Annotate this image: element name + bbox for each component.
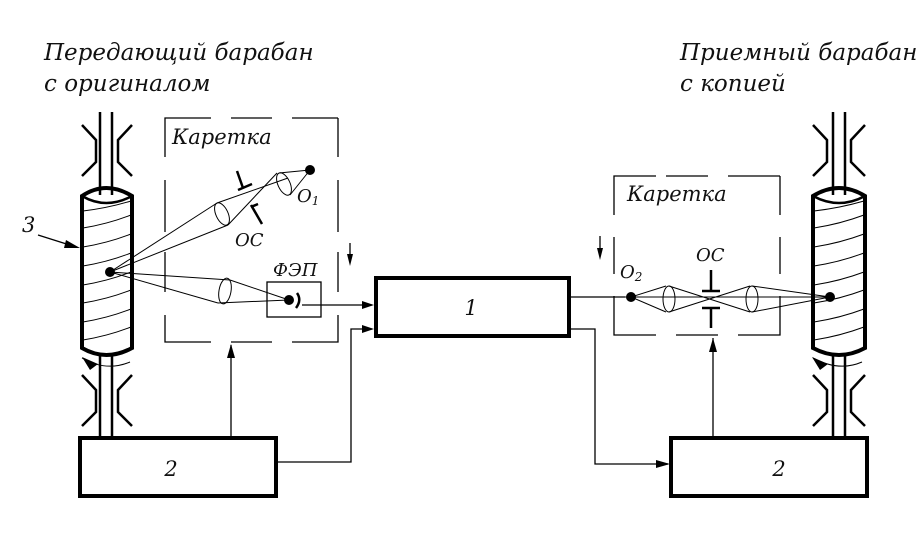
- bearing-icon: [849, 124, 866, 177]
- bearing-icon: [116, 374, 133, 427]
- photo-element-label: ФЭП: [273, 260, 318, 281]
- block-2-left: [78, 436, 278, 498]
- photo-element-box: [266, 281, 322, 318]
- block-1: [374, 276, 571, 338]
- bearing-icon: [81, 374, 98, 427]
- receiving-drum: [811, 112, 867, 438]
- title-left-line1: Передающий барабан: [43, 40, 314, 66]
- oc-right-label: ОС: [696, 245, 725, 266]
- right-optical-path: [625, 270, 831, 328]
- block-1-label: 1: [464, 296, 477, 320]
- bearing-icon: [849, 374, 866, 427]
- o1-label: O1: [297, 186, 319, 208]
- carriage-left: [164, 117, 339, 343]
- block-2-right: [669, 436, 869, 498]
- upper-optical-path: [109, 165, 315, 273]
- block-2-left-label: 2: [163, 457, 177, 481]
- title-left-line2: с оригиналом: [44, 71, 210, 97]
- title-right-line2: с копией: [680, 71, 786, 97]
- title-right-line1: Приемный барабан: [679, 40, 917, 66]
- carriage-right: [613, 175, 781, 336]
- oc-left-label: ОС: [235, 230, 264, 251]
- drum-callout-label: 3: [22, 213, 35, 237]
- carriage-left-label: Каретка: [171, 125, 272, 149]
- photodetector-icon: [294, 292, 301, 309]
- o2-label: O2: [620, 262, 642, 284]
- bearing-icon: [81, 124, 98, 177]
- bearing-icon: [116, 124, 133, 177]
- lower-optical-path: [109, 271, 290, 305]
- carriage-right-label: Каретка: [626, 182, 727, 206]
- bearing-icon: [812, 124, 829, 177]
- transmitting-drum: [80, 112, 134, 438]
- block-2-right-label: 2: [771, 457, 785, 481]
- bearing-icon: [812, 374, 829, 427]
